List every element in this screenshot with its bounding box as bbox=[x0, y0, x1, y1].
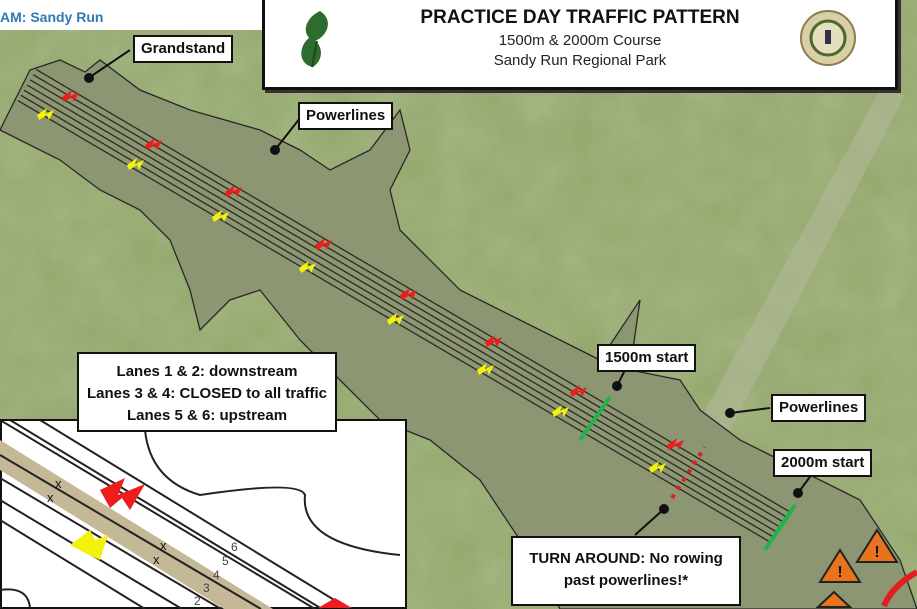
grandstand-label: Grandstand bbox=[133, 35, 234, 63]
lane-line bbox=[32, 74, 787, 518]
course-lanes bbox=[17, 68, 790, 544]
lane-line bbox=[29, 79, 784, 523]
downstream-arrow-marker bbox=[127, 158, 144, 170]
lane-line bbox=[20, 94, 775, 538]
start-2000-label: 2000m start bbox=[773, 449, 873, 477]
lane-number: 6 bbox=[231, 540, 238, 554]
map-title: PRACTICE DAY TRAFFIC PATTERN bbox=[420, 7, 740, 28]
downstream-arrow-marker bbox=[212, 210, 229, 222]
closed-mark: x bbox=[47, 490, 54, 505]
lane-number: 4 bbox=[213, 568, 220, 582]
leaf-logo-icon bbox=[301, 11, 328, 68]
lane-line bbox=[23, 89, 778, 533]
powerlines-pin-2 bbox=[725, 408, 735, 418]
powerlines-label: Powerlines bbox=[298, 102, 394, 130]
upstream-arrow-marker bbox=[400, 288, 417, 300]
grandstand-pin bbox=[84, 73, 94, 83]
inset-detail: x x x x 2 3 4 5 6 bbox=[0, 419, 407, 609]
turnaround-label: TURN AROUND: No rowing past powerlines!* bbox=[511, 536, 741, 606]
downstream-arrow-marker bbox=[299, 261, 316, 273]
powerlines-label-2: Powerlines bbox=[771, 394, 867, 422]
corner-caption: AM: Sandy Run bbox=[0, 9, 104, 25]
upstream-arrow-marker bbox=[62, 90, 79, 102]
inset-upstream-marker bbox=[318, 598, 352, 608]
lane-number: 2 bbox=[194, 594, 201, 608]
upstream-arrow-marker bbox=[145, 138, 162, 150]
start-1500-pin bbox=[612, 381, 622, 391]
downstream-arrow-marker bbox=[37, 108, 54, 120]
hazard-boundary bbox=[881, 569, 917, 608]
legend-upstream: Lanes 5 & 6: upstream bbox=[126, 407, 288, 424]
inset-downstream-marker bbox=[70, 530, 108, 560]
downstream-arrow-marker bbox=[649, 461, 666, 473]
hazard-warning-icon bbox=[855, 528, 899, 563]
downstream-arrow-marker bbox=[387, 313, 404, 325]
start-line-1500m bbox=[578, 395, 612, 442]
corner-strip: AM: Sandy Run bbox=[0, 0, 262, 30]
lane-number: 3 bbox=[203, 581, 210, 595]
powerlines-pin bbox=[270, 145, 280, 155]
svg-text:!: ! bbox=[874, 544, 879, 561]
downstream-arrow-marker bbox=[552, 405, 569, 417]
turnaround-line-2: past powerlines!* bbox=[563, 572, 689, 589]
lane-line bbox=[35, 68, 790, 513]
closed-mark: x bbox=[153, 552, 160, 567]
turnaround-line-1: TURN AROUND: No rowing bbox=[529, 550, 723, 567]
inset-upstream-marker bbox=[100, 478, 145, 510]
closed-mark: x bbox=[160, 538, 167, 553]
legend-closed: Lanes 3 & 4: CLOSED to all traffic bbox=[86, 385, 328, 402]
legend-downstream: Lanes 1 & 2: downstream bbox=[116, 363, 298, 380]
hazard-warning-icon bbox=[815, 590, 853, 608]
downstream-arrow-marker bbox=[477, 363, 494, 375]
hazard-warning-icon bbox=[818, 548, 862, 583]
start-2000-pin bbox=[793, 488, 803, 498]
title-panel: PRACTICE DAY TRAFFIC PATTERN 1500m & 200… bbox=[262, 0, 898, 90]
map-subtitle: 1500m & 2000m Course bbox=[498, 32, 662, 49]
start-1500-label: 1500m start bbox=[597, 344, 697, 372]
upstream-arrow-marker bbox=[570, 385, 587, 397]
start-line-2000m bbox=[763, 503, 797, 552]
svg-text:!: ! bbox=[837, 564, 842, 581]
lane-number: 5 bbox=[222, 554, 229, 568]
upstream-arrow-marker bbox=[485, 335, 502, 347]
lane-rules-legend: Lanes 1 & 2: downstream Lanes 3 & 4: CLO… bbox=[77, 352, 337, 432]
traffic-markers bbox=[37, 90, 684, 473]
hazard-icons: ! ! bbox=[815, 528, 899, 608]
turnaround-line bbox=[670, 445, 707, 500]
association-seal-icon bbox=[800, 10, 856, 66]
lane-line bbox=[26, 84, 781, 528]
upstream-arrow-marker bbox=[315, 238, 332, 250]
turnaround-pin bbox=[659, 504, 669, 514]
map-location: Sandy Run Regional Park bbox=[493, 52, 667, 69]
powerline-clearing bbox=[700, 90, 905, 430]
upstream-arrow-marker bbox=[667, 438, 684, 450]
upstream-arrow-marker bbox=[225, 185, 242, 197]
closed-mark: x bbox=[55, 476, 62, 491]
